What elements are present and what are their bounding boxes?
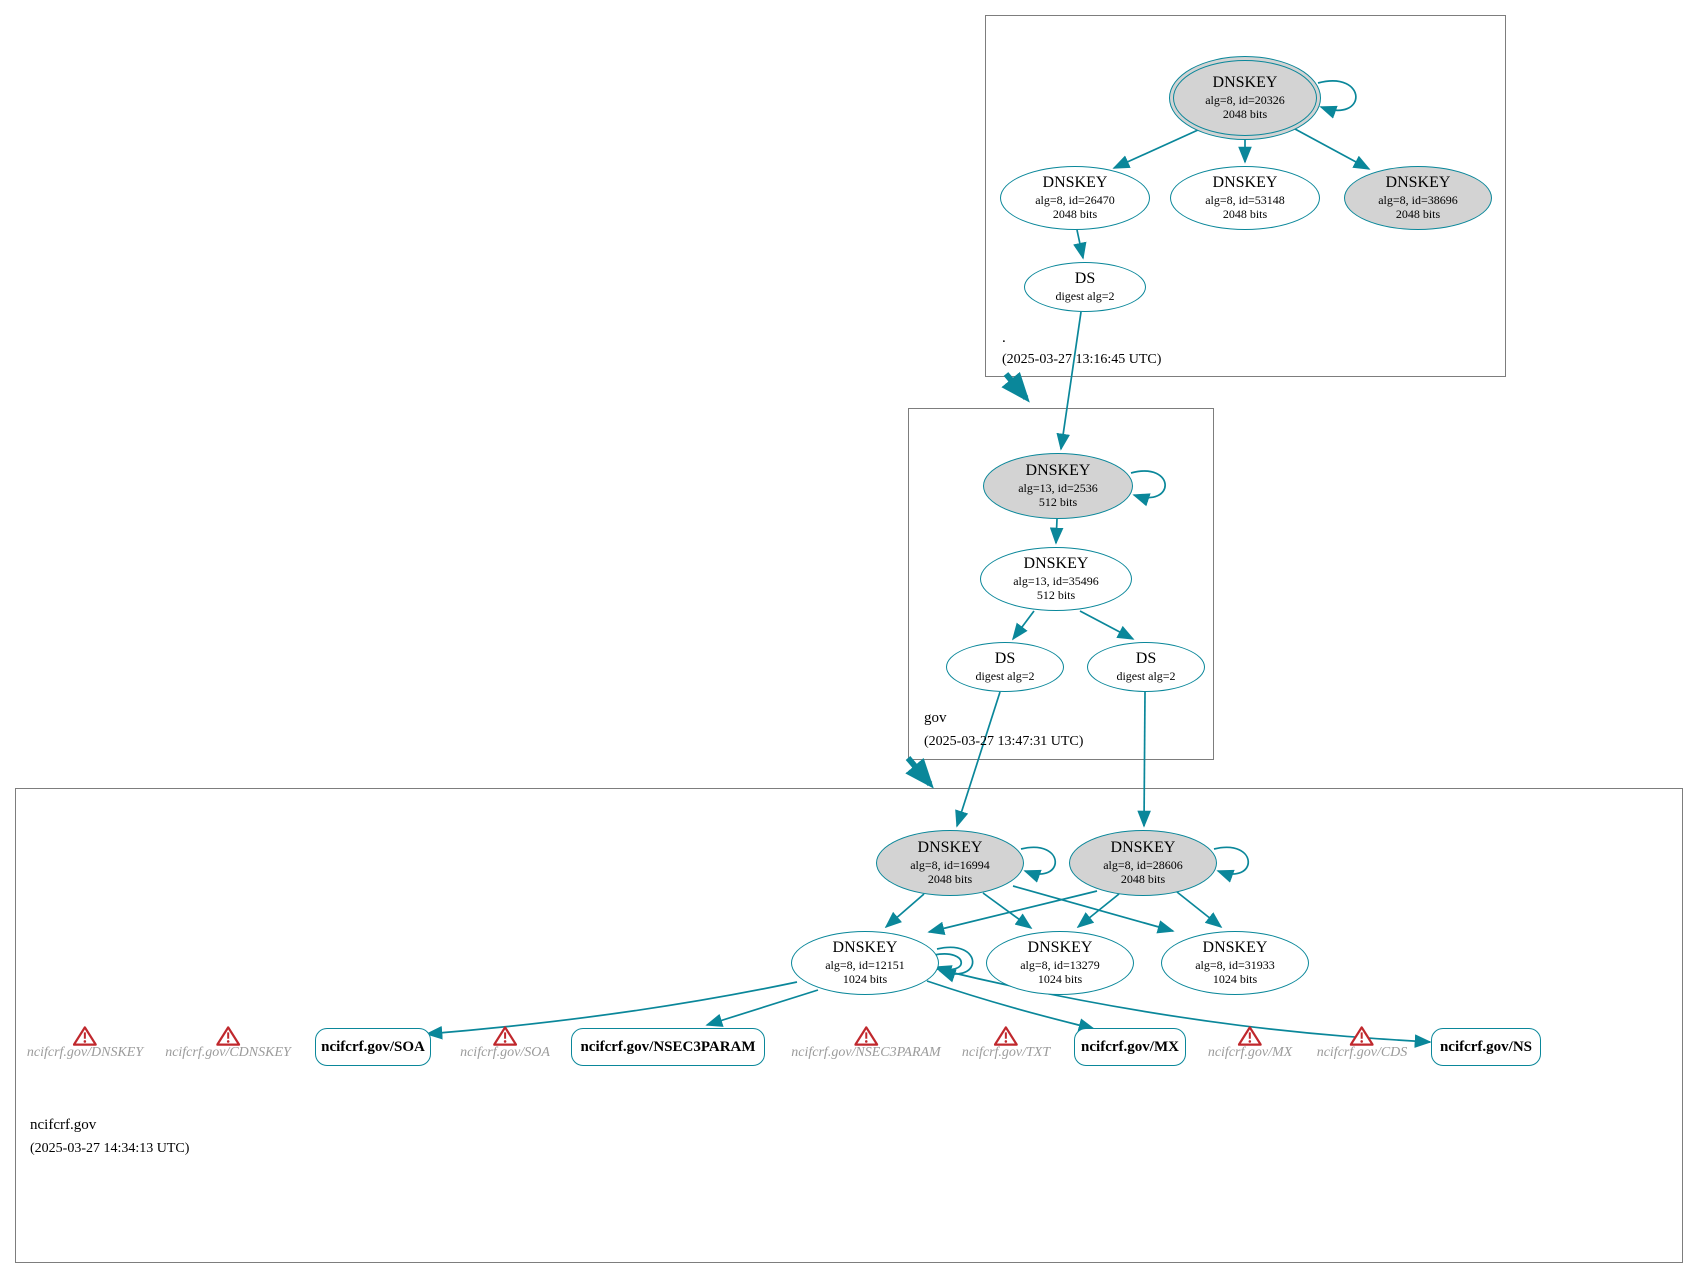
node-detail: digest alg=2 [1116, 669, 1176, 684]
node-type-label: DNSKEY [1027, 939, 1093, 957]
node-detail: alg=8, id=31933 [1195, 958, 1275, 973]
ds-node-root[interactable]: DS digest alg=2 [1024, 262, 1146, 312]
node-detail: alg=8, id=13279 [1020, 958, 1100, 973]
dnskey-node-gov-35496[interactable]: DNSKEY alg=13, id=35496 512 bits [980, 547, 1132, 611]
node-detail: alg=8, id=53148 [1205, 193, 1285, 208]
node-detail: 2048 bits [1395, 207, 1441, 222]
rrset-label: ncifcrf.gov/MX [1081, 1038, 1179, 1055]
warning-icon [1238, 1026, 1262, 1046]
node-type-label: DNSKEY [1110, 839, 1176, 857]
zone-timestamp-gov: (2025-03-27 13:47:31 UTC) [924, 734, 1084, 749]
node-detail: 512 bits [1038, 495, 1078, 510]
warning-icon [493, 1026, 517, 1046]
node-type-label: DS [1135, 650, 1157, 668]
zone-timestamp-root: (2025-03-27 13:16:45 UTC) [1002, 352, 1162, 367]
node-detail: digest alg=2 [975, 669, 1035, 684]
delegation-arrow-root-gov [1001, 371, 1030, 403]
dnskey-node-ncifcrf-28606[interactable]: DNSKEY alg=8, id=28606 2048 bits [1069, 830, 1217, 896]
zone-name-root: . [1002, 330, 1006, 346]
dnskey-node-gov-2536[interactable]: DNSKEY alg=13, id=2536 512 bits [983, 453, 1133, 519]
node-type-label: DNSKEY [1212, 74, 1278, 92]
dnskey-node-root-26470[interactable]: DNSKEY alg=8, id=26470 2048 bits [1000, 166, 1150, 230]
warning-icon [1349, 1026, 1374, 1046]
warning-icon [853, 1026, 878, 1046]
node-detail: alg=8, id=26470 [1035, 193, 1115, 208]
node-detail: 2048 bits [1120, 872, 1166, 887]
node-type-label: DNSKEY [1212, 174, 1278, 192]
node-type-label: DS [994, 650, 1016, 668]
node-type-label: DNSKEY [917, 839, 983, 857]
warning-node-txt[interactable]: ncifcrf.gov/TXT [962, 1026, 1050, 1061]
dnskey-node-root-53148[interactable]: DNSKEY alg=8, id=53148 2048 bits [1170, 166, 1320, 230]
warning-node-cdnskey[interactable]: ncifcrf.gov/CDNSKEY [165, 1026, 291, 1061]
warning-node-soa[interactable]: ncifcrf.gov/SOA [460, 1026, 550, 1061]
warning-label: ncifcrf.gov/DNSKEY [26, 1045, 144, 1060]
node-type-label: DNSKEY [1042, 174, 1108, 192]
node-detail: 2048 bits [1222, 107, 1268, 122]
node-detail: 2048 bits [927, 872, 973, 887]
dnskey-node-ncifcrf-16994[interactable]: DNSKEY alg=8, id=16994 2048 bits [876, 830, 1024, 896]
node-detail: alg=13, id=2536 [1018, 481, 1098, 496]
rrset-label: ncifcrf.gov/NS [1439, 1038, 1533, 1055]
rrset-node-mx[interactable]: ncifcrf.gov/MX [1074, 1028, 1186, 1066]
dnskey-node-ncifcrf-12151[interactable]: DNSKEY alg=8, id=12151 1024 bits [791, 931, 939, 995]
zone-name-ncifcrf-gov: ncifcrf.gov [30, 1117, 97, 1133]
warning-node-nsec3param[interactable]: ncifcrf.gov/NSEC3PARAM [791, 1026, 941, 1061]
dnskey-node-ncifcrf-13279[interactable]: DNSKEY alg=8, id=13279 1024 bits [986, 931, 1134, 995]
dnskey-node-root-38696[interactable]: DNSKEY alg=8, id=38696 2048 bits [1344, 166, 1492, 230]
node-detail: 1024 bits [1212, 972, 1258, 987]
warning-label: ncifcrf.gov/NSEC3PARAM [791, 1045, 941, 1060]
node-detail: 2048 bits [1222, 207, 1268, 222]
warning-node-mx[interactable]: ncifcrf.gov/MX [1208, 1026, 1292, 1061]
warning-node-cds[interactable]: ncifcrf.gov/CDS [1316, 1026, 1408, 1061]
node-type-label: DNSKEY [1023, 555, 1089, 573]
warning-label: ncifcrf.gov/SOA [460, 1045, 550, 1060]
warning-label: ncifcrf.gov/CDS [1316, 1045, 1408, 1060]
rrset-label: ncifcrf.gov/NSEC3PARAM [580, 1038, 756, 1055]
warning-label: ncifcrf.gov/CDNSKEY [165, 1045, 291, 1060]
node-detail: alg=8, id=38696 [1378, 193, 1458, 208]
rrset-node-soa[interactable]: ncifcrf.gov/SOA [315, 1028, 431, 1066]
node-detail: alg=13, id=35496 [1013, 574, 1099, 589]
rrset-node-nsec3param[interactable]: ncifcrf.gov/NSEC3PARAM [571, 1028, 765, 1066]
zone-box-root [985, 15, 1506, 377]
node-detail: digest alg=2 [1055, 289, 1115, 304]
warning-label: ncifcrf.gov/TXT [961, 1045, 1051, 1060]
ds-node-gov-1[interactable]: DS digest alg=2 [946, 642, 1064, 692]
rrset-node-ns[interactable]: ncifcrf.gov/NS [1431, 1028, 1541, 1066]
warning-node-dnskey[interactable]: ncifcrf.gov/DNSKEY [27, 1026, 143, 1061]
ds-node-gov-2[interactable]: DS digest alg=2 [1087, 642, 1205, 692]
node-detail: 512 bits [1036, 588, 1076, 603]
node-type-label: DS [1074, 270, 1096, 288]
node-detail: 1024 bits [842, 972, 888, 987]
zone-name-gov: gov [924, 710, 947, 726]
zone-timestamp-ncifcrf-gov: (2025-03-27 14:34:13 UTC) [30, 1141, 190, 1156]
warning-icon [216, 1026, 240, 1046]
node-detail: 1024 bits [1037, 972, 1083, 987]
node-type-label: DNSKEY [1202, 939, 1268, 957]
node-detail: alg=8, id=20326 [1205, 93, 1285, 108]
dnskey-node-ncifcrf-31933[interactable]: DNSKEY alg=8, id=31933 1024 bits [1161, 931, 1309, 995]
node-detail: alg=8, id=16994 [910, 858, 990, 873]
dnskey-node-root-20326[interactable]: DNSKEY alg=8, id=20326 2048 bits [1169, 56, 1321, 140]
node-detail: alg=8, id=12151 [825, 958, 905, 973]
node-type-label: DNSKEY [1385, 174, 1451, 192]
rrset-label: ncifcrf.gov/SOA [321, 1038, 425, 1055]
warning-icon [73, 1026, 97, 1046]
zone-box-ncifcrf-gov [15, 788, 1683, 1263]
warning-icon [994, 1026, 1018, 1046]
node-type-label: DNSKEY [1025, 462, 1091, 480]
delegation-arrow-gov-ncifcrf [905, 756, 934, 789]
node-type-label: DNSKEY [832, 939, 898, 957]
node-detail: 2048 bits [1052, 207, 1098, 222]
warning-label: ncifcrf.gov/MX [1207, 1045, 1293, 1060]
node-detail: alg=8, id=28606 [1103, 858, 1183, 873]
